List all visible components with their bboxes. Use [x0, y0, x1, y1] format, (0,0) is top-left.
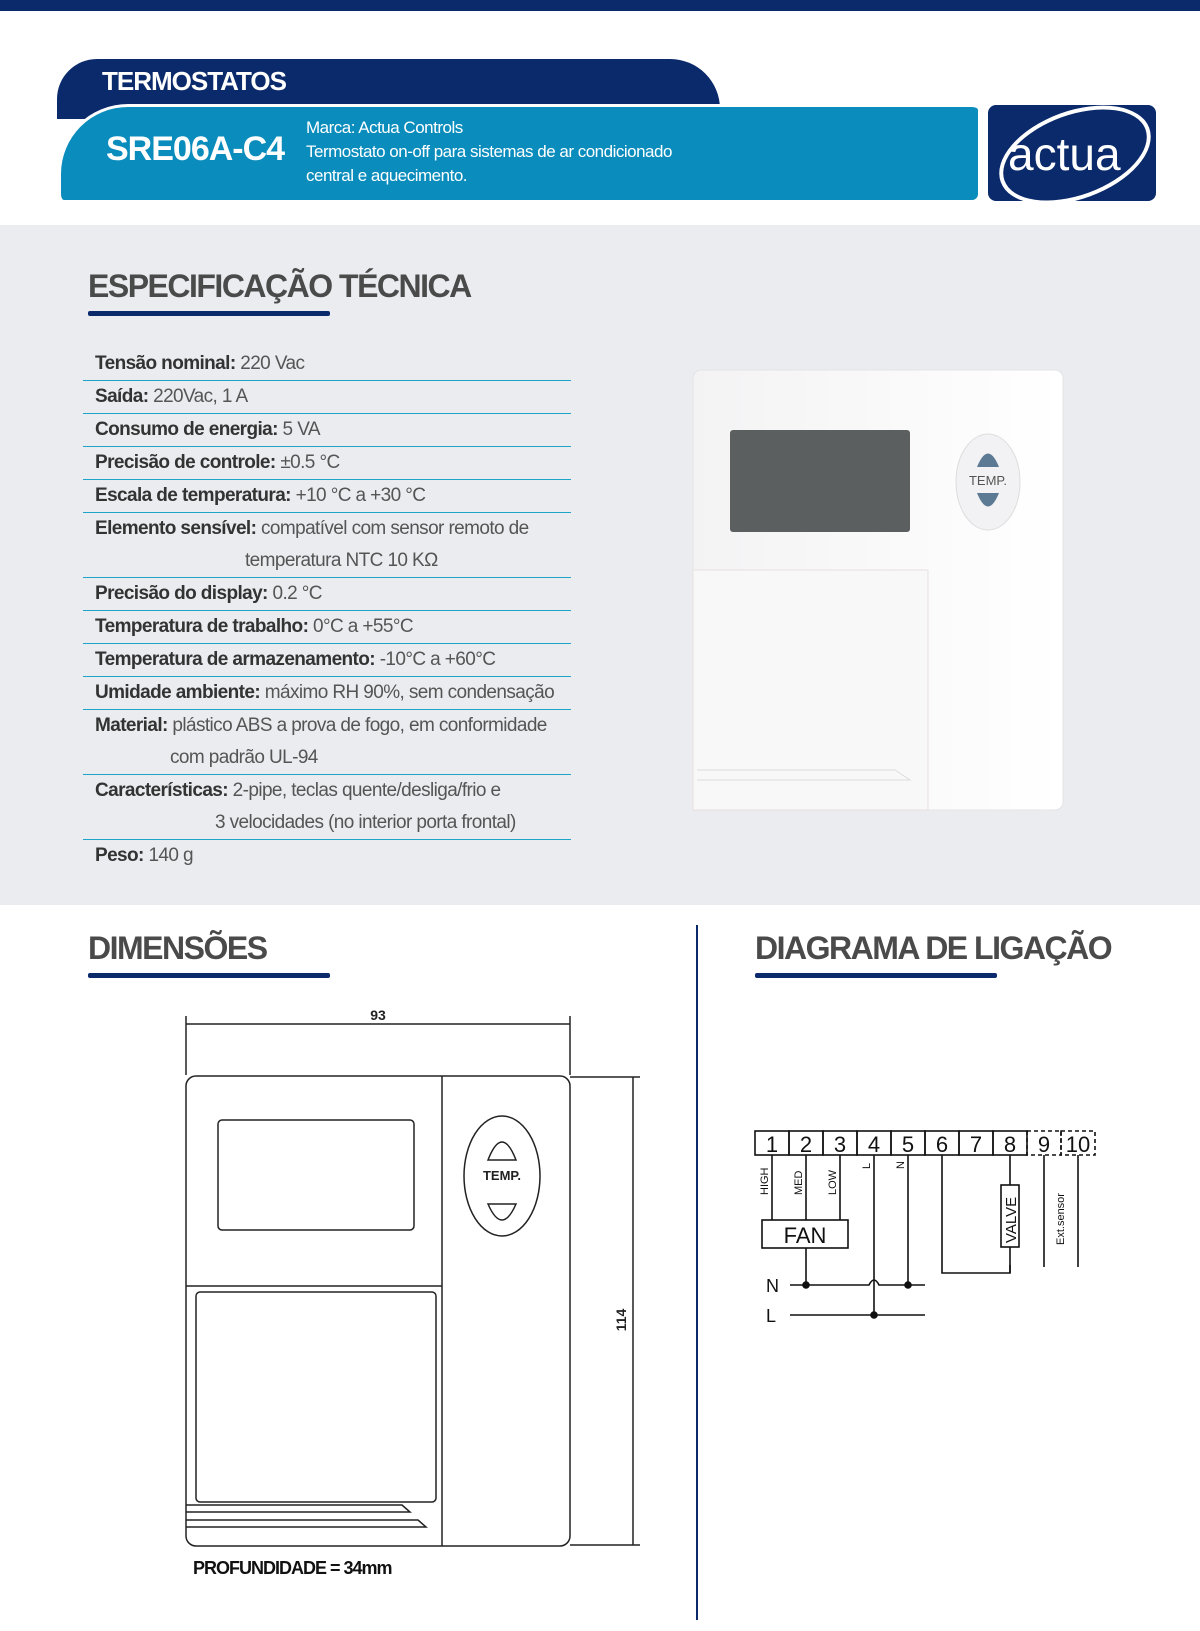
wire-label: N	[895, 1161, 907, 1169]
spec-row: Temperatura de armazenamento: -10°C a +6…	[83, 644, 571, 677]
spec-value: plástico ABS a prova de fogo, em conform…	[172, 715, 547, 736]
spec-row: Elemento sensível: compatível com sensor…	[83, 513, 571, 578]
spec-label: Peso:	[95, 845, 144, 866]
section-divider	[696, 925, 698, 1620]
terminal-box	[1026, 1130, 1062, 1156]
spec-value: 2-pipe, teclas quente/desliga/frio e	[232, 780, 501, 801]
top-bar	[0, 0, 1200, 11]
spec-value: 220 Vac	[240, 353, 305, 374]
spec-row: Precisão de controle: ±0.5 °C	[83, 447, 571, 480]
spec-label: Elemento sensível:	[95, 518, 257, 539]
description-line: central e aquecimento.	[306, 166, 467, 185]
category-title: TERMOSTATOS	[102, 66, 287, 96]
spec-label: Consumo de energia:	[95, 419, 278, 440]
neutral-line-label: N	[766, 1276, 779, 1296]
spec-row: Escala de temperatura: +10 °C a +30 °C	[83, 480, 571, 513]
spec-value: 220Vac, 1 A	[153, 386, 248, 407]
spec-label: Precisão do display:	[95, 583, 268, 604]
actua-logo: actua	[988, 105, 1156, 201]
wiring-title: DIAGRAMA DE LIGAÇÃO	[755, 930, 1113, 966]
spec-value: ±0.5 °C	[280, 452, 340, 473]
sensor-label: Ext.sensor	[1055, 1193, 1067, 1245]
wire-label: L	[861, 1163, 873, 1169]
spec-label: Características:	[95, 780, 229, 801]
spec-label: Saída:	[95, 386, 149, 407]
spec-value-continued: temperatura NTC 10 KΩ	[245, 550, 438, 571]
spec-row: Características: 2-pipe, teclas quente/d…	[83, 775, 571, 840]
terminal-number: 7	[970, 1132, 982, 1157]
wire-label: HIGH	[759, 1167, 771, 1195]
spec-value: 0°C a +55°C	[312, 616, 414, 637]
valve-label: VALVE	[1003, 1197, 1020, 1243]
spec-value: 0.2 °C	[272, 583, 322, 604]
spec-row: Precisão do display: 0.2 °C	[83, 578, 571, 611]
spec-value: 140 g	[148, 845, 193, 866]
description-line: Termostato on-off para sistemas de ar co…	[306, 142, 672, 161]
dimension-drawing: 93 TEMP. 114	[185, 1007, 640, 1547]
dimensions-title: DIMENSÕES	[88, 930, 268, 966]
spec-value-continued: 3 velocidades (no interior porta frontal…	[215, 812, 516, 833]
spec-title-underline	[88, 311, 330, 316]
spec-label: Temperatura de armazenamento:	[95, 649, 376, 670]
spec-value-continued: com padrão UL-94	[170, 747, 318, 768]
spec-label: Umidade ambiente:	[95, 682, 261, 703]
spec-row: Consumo de energia: 5 VA	[83, 414, 571, 447]
width-value: 93	[370, 1007, 386, 1023]
spec-row: Umidade ambiente: máximo RH 90%, sem con…	[83, 677, 571, 710]
spec-value: máximo RH 90%, sem condensação	[264, 682, 555, 703]
terminal-number: 6	[936, 1132, 948, 1157]
spec-value: 5 VA	[282, 419, 321, 440]
spec-row: Peso: 140 g	[83, 840, 571, 872]
terminal-number: 10	[1066, 1132, 1090, 1157]
temp-label: TEMP.	[483, 1168, 521, 1183]
spec-row: Saída: 220Vac, 1 A	[83, 381, 571, 414]
thermostat-photo: TEMP.	[692, 369, 1064, 811]
terminal-number: 9	[1038, 1132, 1050, 1157]
height-value: 114	[613, 1308, 629, 1331]
terminal-number: 8	[1004, 1132, 1016, 1157]
product-description: Marca: Actua Controls Termostato on-off …	[306, 116, 672, 188]
wire-label: LOW	[827, 1169, 839, 1195]
spec-row: Temperatura de trabalho: 0°C a +55°C	[83, 611, 571, 644]
model-title: SRE06A-C4	[106, 130, 285, 168]
live-line-label: L	[766, 1306, 776, 1326]
terminal-number: 5	[902, 1132, 914, 1157]
spec-label: Precisão de controle:	[95, 452, 276, 473]
spec-title: ESPECIFICAÇÃO TÉCNICA	[88, 268, 472, 304]
spec-value: compatível com sensor remoto de	[261, 518, 529, 539]
wire-label: MED	[793, 1171, 805, 1196]
spec-value: +10 °C a +30 °C	[295, 485, 426, 506]
dimensions-title-underline	[88, 973, 330, 978]
header-band	[58, 104, 978, 200]
terminal-number: 3	[834, 1132, 846, 1157]
brand-line: Marca: Actua Controls	[306, 118, 463, 137]
temp-label: TEMP.	[969, 473, 1007, 488]
spec-label: Temperatura de trabalho:	[95, 616, 309, 637]
terminal-number: 2	[800, 1132, 812, 1157]
spec-label: Escala de temperatura:	[95, 485, 292, 506]
spec-label: Material:	[95, 715, 168, 736]
spec-row: Tensão nominal: 220 Vac	[83, 348, 571, 381]
depth-note: PROFUNDIDADE = 34mm	[193, 1558, 393, 1578]
spec-value: -10°C a +60°C	[379, 649, 496, 670]
terminal-number: 4	[868, 1132, 880, 1157]
spec-label: Tensão nominal:	[95, 353, 236, 374]
terminal-box	[1060, 1130, 1096, 1156]
spec-row: Material: plástico ABS a prova de fogo, …	[83, 710, 571, 775]
terminal-number: 1	[766, 1132, 778, 1157]
wiring-title-underline	[755, 973, 997, 978]
fan-label: FAN	[784, 1223, 827, 1248]
